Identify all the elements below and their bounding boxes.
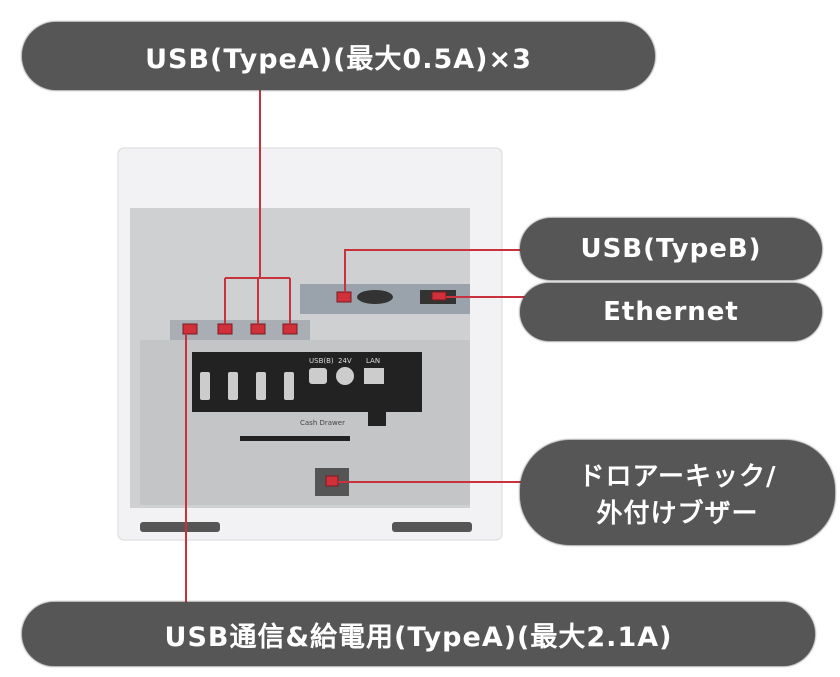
ethernet-label: Ethernet [520, 283, 822, 341]
drawer-kick-label: ドロアーキック/ 外付けブザー [520, 440, 835, 545]
foot-right [392, 522, 472, 532]
24v-marking: 24V [338, 357, 352, 365]
usb-connector-strip [170, 320, 310, 340]
usb-typea-callout-line [224, 90, 291, 324]
usb-power-connector-marker [182, 323, 198, 335]
usb-a-connector-marker-1 [217, 323, 233, 335]
drawer-kick-label-line2: 外付けブザー [596, 498, 759, 529]
foot-left [140, 522, 220, 532]
drawer-kick-label-line1: ドロアーキック/ [578, 461, 777, 492]
lan-marking: LAN [366, 357, 380, 365]
usb-typeb-label: USB(TypeB) [520, 218, 822, 280]
usb-a-connector-marker-2 [250, 323, 266, 335]
usb-b-marking: USB(B) [309, 357, 334, 365]
cash-drawer-marking: Cash Drawer [300, 419, 345, 427]
slot [240, 436, 350, 441]
drawer-icon-plate [368, 408, 386, 426]
usb-a-connector-marker-3 [282, 323, 298, 335]
usb-typeb-callout-line [344, 249, 525, 292]
port-label-plate [192, 352, 422, 412]
dc-port [357, 290, 393, 304]
drawer-connector-marker [325, 475, 339, 487]
usb-typea-label: USB(TypeA)(最大0.5A)×3 [22, 22, 655, 90]
ethernet-connector-marker [431, 291, 447, 301]
usb-power-label: USB通信&給電用(TypeA)(最大2.1A) [22, 602, 815, 666]
usb-b-connector-marker [336, 291, 352, 303]
